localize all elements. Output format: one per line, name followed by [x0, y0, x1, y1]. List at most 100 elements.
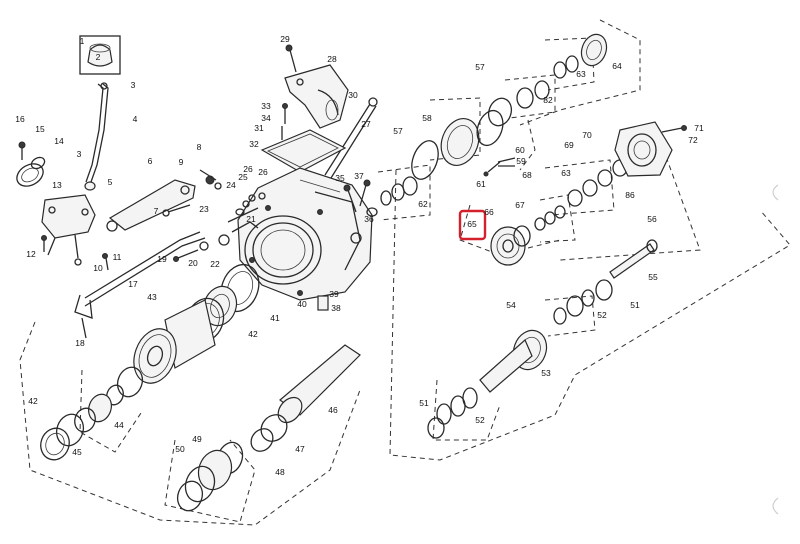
callout-c52: 52	[475, 415, 485, 425]
callout-c51b: 51	[630, 300, 640, 310]
callout-c37: 37	[354, 171, 364, 181]
lever-arm	[108, 179, 196, 231]
gasket	[260, 129, 347, 173]
callout-c20: 20	[188, 258, 198, 268]
callout-c43: 43	[147, 292, 157, 302]
left-bearing-stack	[40, 366, 144, 461]
callout-c57b: 57	[475, 62, 485, 72]
callout-c63: 63	[576, 69, 586, 79]
callout-c72: 72	[688, 135, 698, 145]
callout-c5: 5	[108, 177, 113, 187]
transmission-housing	[173, 167, 378, 311]
callout-c51: 51	[419, 398, 429, 408]
end-cover	[614, 121, 673, 177]
callout-c26: 26	[243, 164, 253, 174]
callout-c4: 4	[133, 114, 138, 124]
callout-c46: 46	[328, 405, 338, 415]
callout-c62: 62	[418, 199, 428, 209]
upper-right-gears	[380, 33, 608, 206]
callout-c42b: 42	[28, 396, 38, 406]
callout-c71: 71	[694, 123, 704, 133]
callout-c56: 56	[647, 214, 657, 224]
callout-c10: 10	[93, 263, 103, 273]
callout-c29: 29	[280, 34, 290, 44]
mid-right-bearings	[490, 121, 687, 266]
callout-c65: 65	[467, 219, 477, 229]
callout-c32: 32	[249, 139, 259, 149]
callout-c11: 11	[113, 252, 122, 262]
callout-c53: 53	[541, 368, 551, 378]
callout-c6: 6	[148, 156, 153, 166]
callout-c82: 82	[543, 95, 553, 105]
highlight-box	[458, 209, 487, 241]
callout-c2: 2	[96, 52, 101, 62]
callout-c70: 70	[582, 130, 592, 140]
callout-c21: 21	[246, 214, 256, 224]
callout-c57: 57	[393, 126, 403, 136]
gear-64	[580, 33, 608, 67]
callout-c58: 58	[422, 113, 432, 123]
callout-c16: 16	[15, 114, 25, 124]
callout-c33: 33	[261, 101, 271, 111]
lever-bracket	[41, 194, 96, 239]
callout-c69: 69	[564, 140, 574, 150]
callout-c26b: 26	[258, 167, 268, 177]
lower-right-shaft	[427, 239, 658, 439]
page-edge-marks	[772, 184, 779, 515]
gear-43	[133, 328, 177, 384]
callout-c22: 22	[210, 259, 220, 269]
callout-c66: 66	[484, 207, 494, 217]
callout-c13: 13	[52, 180, 62, 190]
callout-c45: 45	[72, 447, 82, 457]
callout-c64: 64	[612, 61, 622, 71]
callout-c50: 50	[175, 444, 185, 454]
callout-c40: 40	[297, 299, 307, 309]
drive-gear-set	[133, 263, 260, 384]
callout-c52b: 52	[597, 310, 607, 320]
callout-c38: 38	[331, 303, 341, 313]
callout-c19: 19	[157, 254, 167, 264]
knob-detail-box	[79, 35, 121, 75]
shift-knob-icon	[87, 44, 113, 67]
callout-c27: 27	[361, 119, 371, 129]
callout-c60: 60	[515, 145, 525, 155]
callout-c18: 18	[75, 338, 85, 348]
callout-c7: 7	[154, 206, 159, 216]
callout-c24: 24	[226, 180, 236, 190]
callout-c3b: 3	[77, 149, 82, 159]
callout-c17: 17	[128, 279, 138, 289]
callout-c44: 44	[114, 420, 124, 430]
callout-c54: 54	[506, 300, 516, 310]
callout-c28: 28	[327, 54, 337, 64]
callout-c12: 12	[26, 249, 36, 259]
callout-c36: 36	[364, 214, 374, 224]
callout-c3: 3	[131, 80, 136, 90]
selector-fork	[284, 44, 378, 179]
callout-c23: 23	[199, 204, 209, 214]
callout-c42: 42	[248, 329, 258, 339]
callout-c9: 9	[179, 157, 184, 167]
callout-c39: 39	[329, 289, 339, 299]
callout-c35: 35	[335, 173, 345, 183]
callout-c48: 48	[275, 467, 285, 477]
gear-58	[440, 118, 480, 166]
shift-linkage	[16, 35, 222, 339]
callout-c61: 61	[476, 179, 486, 189]
callout-c59: 59	[516, 156, 526, 166]
callout-c67: 67	[515, 200, 525, 210]
callout-c14: 14	[54, 136, 64, 146]
callout-c30: 30	[348, 90, 358, 100]
callout-c55: 55	[648, 272, 658, 282]
callout-c68: 68	[522, 170, 532, 180]
callout-c1: 1	[80, 36, 85, 46]
callout-c25: 25	[238, 172, 248, 182]
callout-c63b: 63	[561, 168, 571, 178]
shaft-55	[609, 243, 655, 279]
fork-body	[284, 64, 349, 129]
callout-c8: 8	[197, 142, 202, 152]
callout-c47: 47	[295, 444, 305, 454]
callout-c34: 34	[261, 113, 271, 123]
